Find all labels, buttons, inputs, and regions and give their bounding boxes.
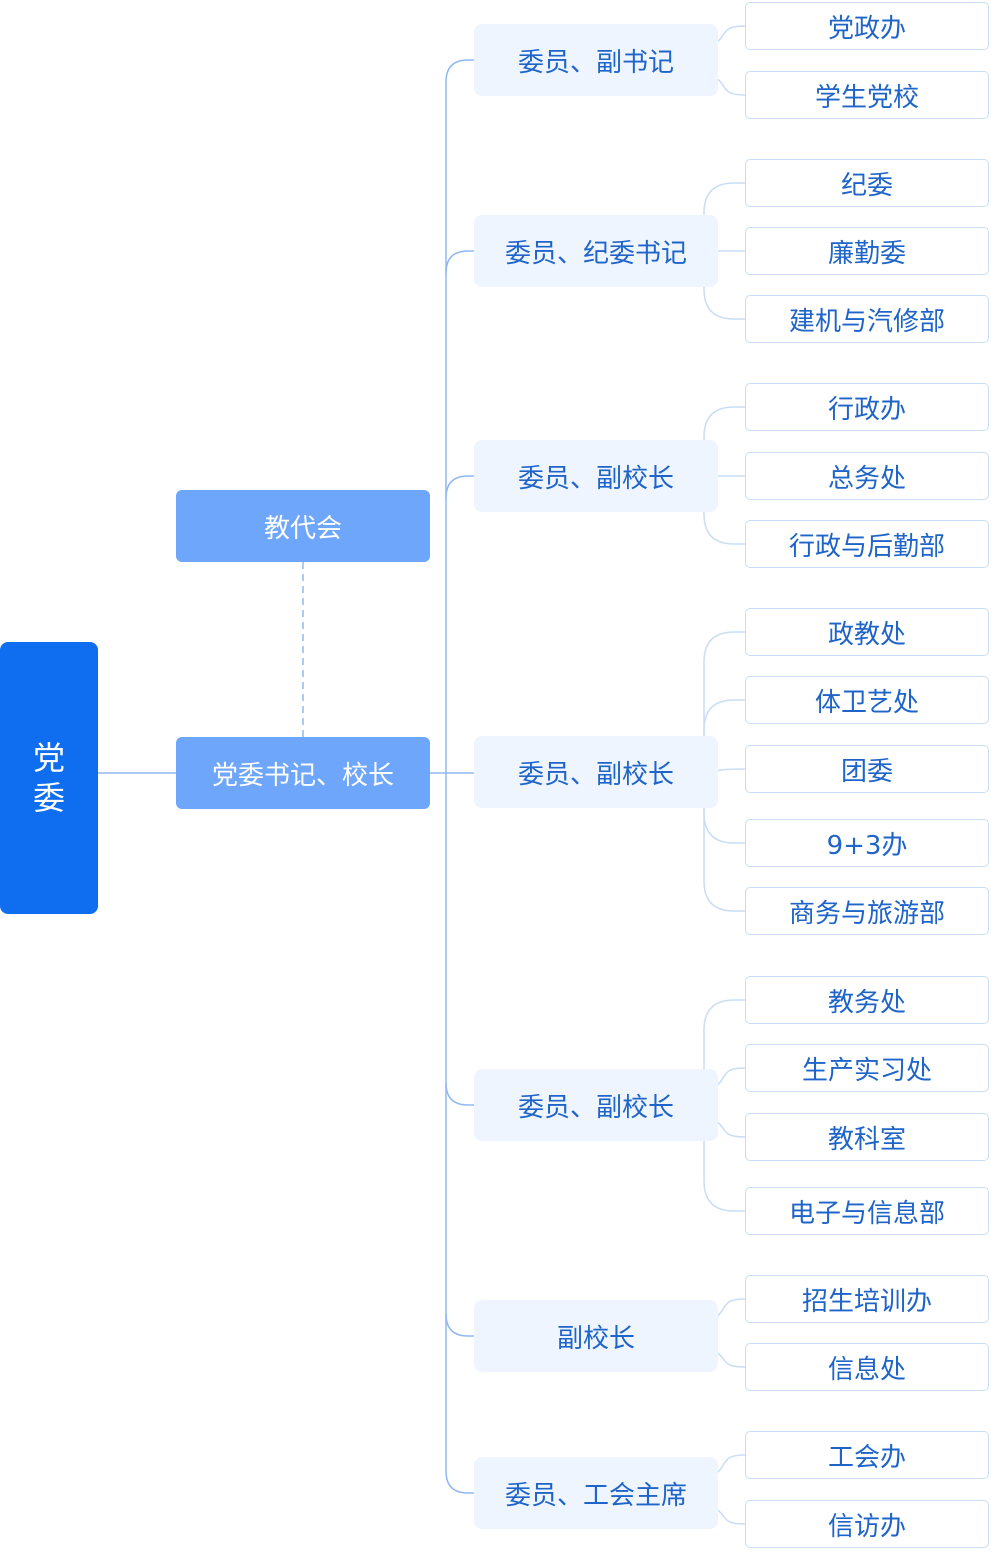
branch-node-3[interactable]: 委员、副校长	[474, 440, 718, 512]
connector-trunk-branch-3	[445, 475, 474, 499]
leaf-node-3-3[interactable]: 行政与后勤部	[745, 520, 989, 568]
leaf-node-3-2[interactable]: 总务处	[745, 452, 989, 500]
connector-trunk-branch-6	[445, 1313, 474, 1337]
connector-trunk-branch-5	[445, 1082, 474, 1106]
leaf-node-4-2[interactable]: 体卫艺处	[745, 676, 989, 724]
root-char-2: 委	[32, 779, 65, 817]
leaf-node-4-3[interactable]: 团委	[745, 745, 989, 793]
connector-branch-5-leaf-4	[703, 1137, 745, 1212]
connector-branch-5-leaf-1	[703, 999, 745, 1073]
branch-node-1[interactable]: 委员、副书记	[474, 24, 718, 96]
leaf-node-5-4[interactable]: 电子与信息部	[745, 1187, 989, 1235]
branch-node-4[interactable]: 委员、副校长	[474, 736, 718, 808]
leaf-node-5-1[interactable]: 教务处	[745, 976, 989, 1024]
connector-trunk-branch-7	[445, 1470, 474, 1494]
leaf-node-6-2[interactable]: 信息处	[745, 1343, 989, 1391]
leaf-node-1-1[interactable]: 党政办	[745, 2, 989, 50]
leaf-node-6-1[interactable]: 招生培训办	[745, 1275, 989, 1323]
leaf-node-5-3[interactable]: 教科室	[745, 1113, 989, 1161]
connector-branch-4-leaf-3	[717, 768, 746, 772]
branch-node-7[interactable]: 委员、工会主席	[474, 1457, 718, 1529]
connector-branch-7-leaf-1	[717, 1454, 746, 1473]
connector-branch-4-leaf-2	[703, 699, 745, 740]
leaf-node-7-2[interactable]: 信访办	[745, 1500, 989, 1548]
connector-branch-3-leaf-1	[703, 406, 745, 444]
leaf-node-2-3[interactable]: 建机与汽修部	[745, 295, 989, 343]
leaf-node-2-1[interactable]: 纪委	[745, 159, 989, 207]
leaf-node-5-2[interactable]: 生产实习处	[745, 1044, 989, 1092]
connector-trunk-branch-1	[445, 59, 474, 83]
branch-node-6[interactable]: 副校长	[474, 1300, 718, 1372]
connector-branch-6-leaf-1	[717, 1298, 746, 1317]
leaf-node-4-5[interactable]: 商务与旅游部	[745, 887, 989, 935]
leaf-node-4-1[interactable]: 政教处	[745, 608, 989, 656]
branch-node-2[interactable]: 委员、纪委书记	[474, 215, 718, 287]
connector-branch-5-leaf-3	[717, 1122, 746, 1138]
connector-branch-1-leaf-1	[717, 25, 746, 42]
connector-trunk-branch-2	[445, 250, 474, 274]
connector-branch-4-leaf-5	[703, 804, 745, 912]
root-node-party-committee[interactable]: 党 委	[0, 642, 98, 914]
leaf-node-2-2[interactable]: 廉勤委	[745, 227, 989, 275]
leaf-node-3-1[interactable]: 行政办	[745, 383, 989, 431]
connector-branch-6-leaf-2	[717, 1352, 746, 1368]
connector-branch-4-leaf-1	[703, 631, 745, 740]
connector-branch-3-leaf-3	[703, 508, 745, 545]
branch-node-5[interactable]: 委员、副校长	[474, 1069, 718, 1141]
node-secretary-principal[interactable]: 党委书记、校长	[176, 737, 430, 809]
connector-branch-4-leaf-4	[703, 804, 745, 844]
connector-branch-2-leaf-3	[703, 283, 745, 320]
connector-branch-7-leaf-2	[717, 1509, 746, 1525]
connector-branch-2-leaf-1	[703, 182, 745, 219]
node-staff-congress[interactable]: 教代会	[176, 490, 430, 562]
root-char-1: 党	[32, 739, 65, 777]
connector-branch-1-leaf-2	[717, 78, 746, 96]
leaf-node-7-1[interactable]: 工会办	[745, 1431, 989, 1479]
leaf-node-4-4[interactable]: 9+3办	[745, 819, 989, 867]
connector-branch-5-leaf-2	[717, 1067, 746, 1086]
leaf-node-1-2[interactable]: 学生党校	[745, 71, 989, 119]
